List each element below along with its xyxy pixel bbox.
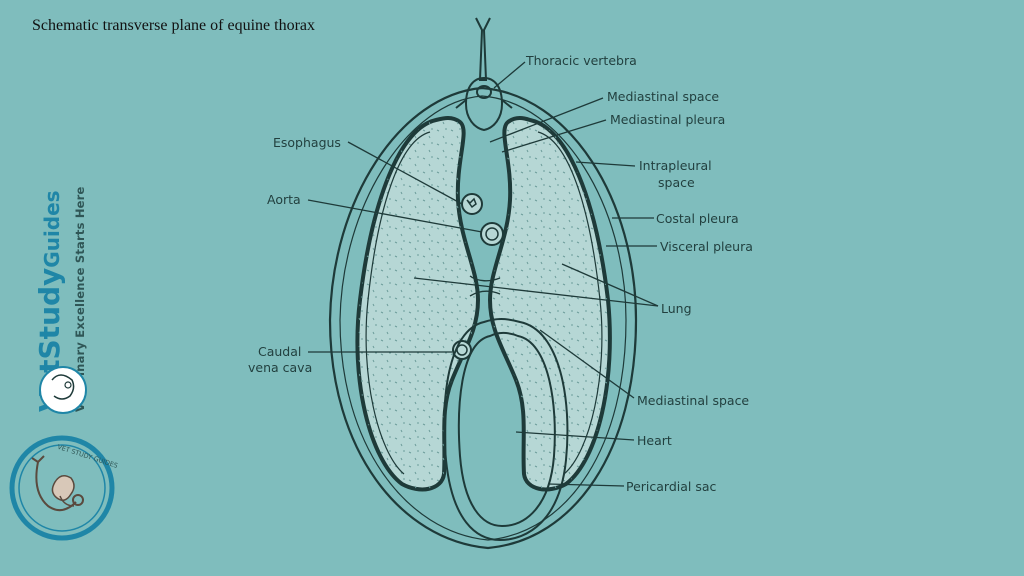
aorta-shape — [480, 222, 504, 246]
esophagus-shape — [461, 193, 483, 215]
brand-graphics: VET STUDY GUIDES — [9, 366, 119, 541]
label-lung: Lung — [661, 301, 692, 316]
left-lung-shape — [355, 116, 481, 492]
label-aorta: Aorta — [267, 192, 301, 207]
caudal-vena-cava-shape — [452, 340, 472, 360]
brand-small-logo-icon — [39, 366, 87, 414]
label-intrapleural-space-line2: space — [658, 175, 695, 190]
leader-lines — [307, 61, 659, 487]
mediastinal-septum — [469, 275, 501, 297]
brand-logo: VetStudyGuides Veterinary Excellence Sta… — [0, 0, 140, 576]
label-pericardial-sac: Pericardial sac — [626, 479, 717, 494]
thoracic-vertebra-shape — [455, 17, 513, 132]
label-heart: Heart — [637, 433, 672, 448]
heart-shape — [443, 318, 569, 542]
label-esophagus: Esophagus — [273, 135, 341, 150]
diagram-title: Schematic transverse plane of equine tho… — [32, 17, 315, 34]
label-costal-pleura: Costal pleura — [656, 211, 739, 226]
right-lung-shape — [487, 116, 612, 492]
label-thoracic-vertebra: Thoracic vertebra — [525, 53, 637, 68]
label-intrapleural-space-line1: Intrapleural — [639, 158, 712, 173]
label-caudal-vena-cava-line2: vena cava — [248, 360, 312, 375]
thoracic-wall — [328, 86, 638, 550]
label-mediastinal-space-bottom: Mediastinal space — [637, 393, 749, 408]
label-mediastinal-space-top: Mediastinal space — [607, 89, 719, 104]
label-mediastinal-pleura: Mediastinal pleura — [610, 112, 725, 127]
label-caudal-vena-cava-line1: Caudal — [258, 344, 301, 359]
label-visceral-pleura: Visceral pleura — [660, 239, 753, 254]
